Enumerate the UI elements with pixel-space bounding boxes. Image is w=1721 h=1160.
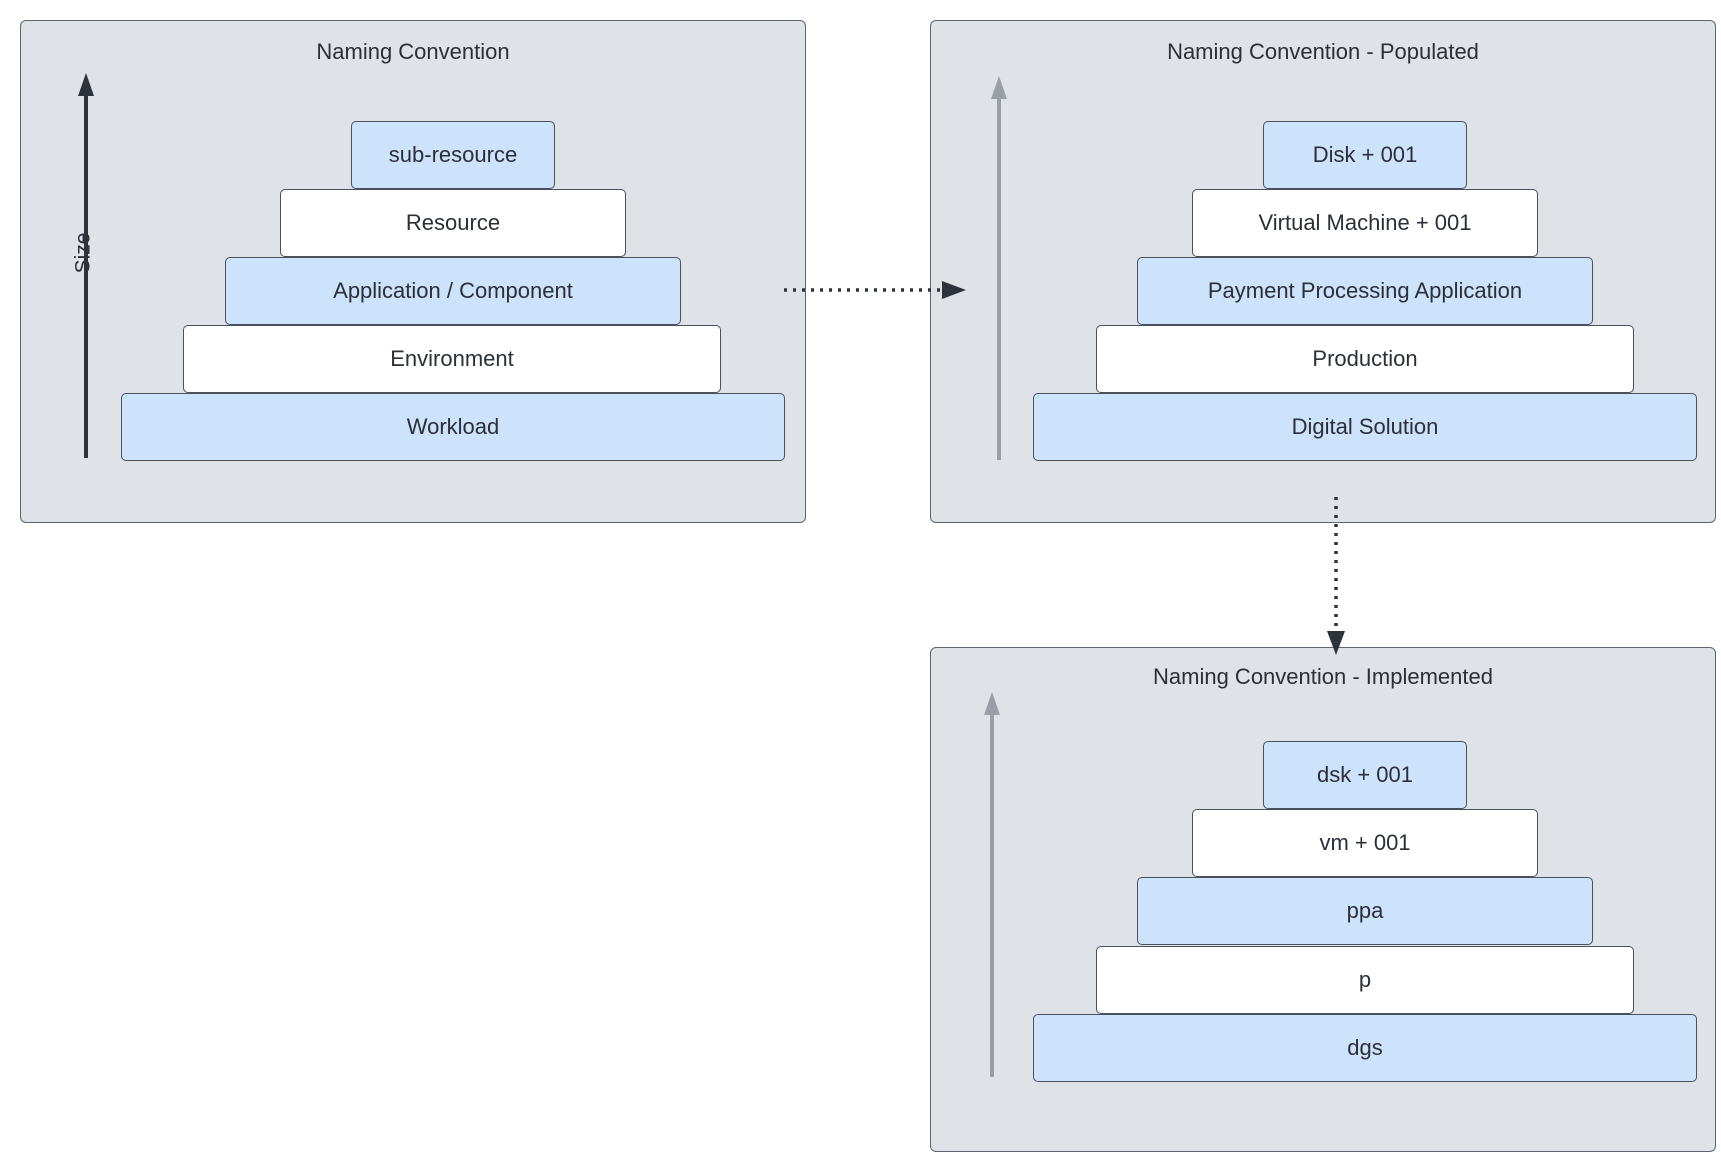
layer-ppa: ppa — [1137, 877, 1593, 945]
layer-environment: Environment — [183, 325, 721, 393]
layer-p: p — [1096, 946, 1634, 1014]
panel-title: Naming Convention - Implemented — [1153, 664, 1493, 689]
panel-title: Naming Convention — [316, 39, 510, 64]
layer-workload: Workload — [121, 393, 785, 461]
connector-arrow-down — [1327, 497, 1345, 655]
size-arrow — [78, 73, 94, 458]
layer-resource: Resource — [280, 189, 626, 257]
panel-naming-convention-implemented: Naming Convention - Implemented dsk + 00… — [930, 647, 1716, 1152]
size-arrow-populated — [991, 76, 1007, 460]
size-arrow-implemented — [984, 692, 1000, 1077]
layer-dgs: dgs — [1033, 1014, 1697, 1082]
layer-vm: vm + 001 — [1192, 809, 1538, 877]
layer-dsk: dsk + 001 — [1263, 741, 1467, 809]
layer-production: Production — [1096, 325, 1634, 393]
panel-naming-convention-populated: Naming Convention - Populated Disk + 001… — [930, 20, 1716, 523]
connector-arrow-right — [784, 281, 966, 299]
layer-digital-solution: Digital Solution — [1033, 393, 1697, 461]
layer-application-component: Application / Component — [225, 257, 681, 325]
layer-sub-resource: sub-resource — [351, 121, 555, 189]
panel-title: Naming Convention - Populated — [1167, 39, 1479, 64]
panel-naming-convention: Naming Convention Size sub-resource Reso… — [20, 20, 806, 523]
layer-virtual-machine: Virtual Machine + 001 — [1192, 189, 1538, 257]
layer-payment-processing-application: Payment Processing Application — [1137, 257, 1593, 325]
layer-disk: Disk + 001 — [1263, 121, 1467, 189]
